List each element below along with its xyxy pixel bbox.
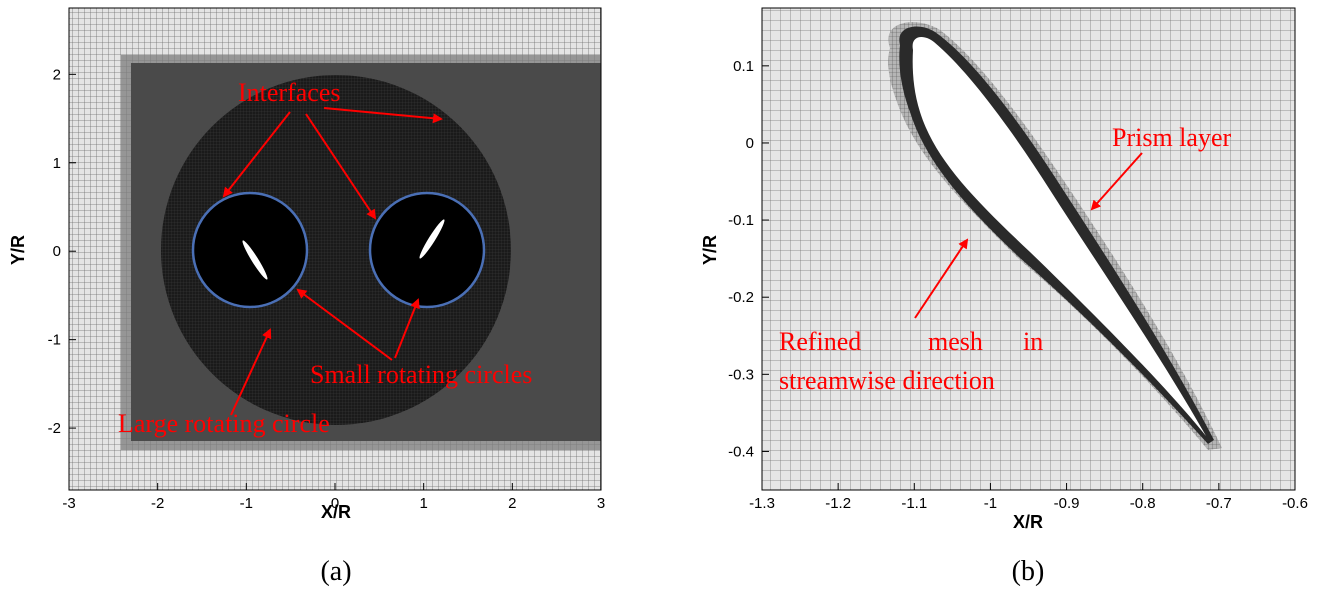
arrow-prism <box>1090 152 1143 211</box>
x-tick-label: -0.7 <box>1206 495 1232 512</box>
airfoil <box>912 37 1206 436</box>
panel-a: -3 -2 -1 0 1 2 3 2 1 0 -1 -2 X/R Y/R Interfaces Sma… <box>8 7 606 587</box>
x-tick-label: 1 <box>419 495 427 512</box>
panel-b-mesh <box>762 8 1295 490</box>
x-tick-label: -0.6 <box>1282 495 1308 512</box>
panel-b: -1.3 -1.2 -1.1 -1 -0.9 -0.8 -0.7 -0.6 0.1 0 -0.1 -0… <box>700 7 1308 587</box>
y-tick-label: 1 <box>53 155 61 172</box>
y-tick-label: -0.4 <box>728 443 754 460</box>
plot-frame <box>761 7 1296 491</box>
x-axis-label: X/R <box>1013 512 1043 532</box>
annotation-prism: Prism layer <box>1112 123 1231 152</box>
blade-right <box>419 219 445 259</box>
x-tick-label: -1 <box>240 495 253 512</box>
x-tick-label: -0.9 <box>1054 495 1080 512</box>
annotation-refined-1a: Refined <box>779 327 861 356</box>
y-tick-label: 0.1 <box>733 58 754 75</box>
annotation-large-circle: Large rotating circle <box>118 409 330 438</box>
axis-ticks: -3 -2 -1 0 1 2 3 2 1 0 -1 -2 <box>48 66 606 512</box>
y-tick-label: -1 <box>48 332 61 349</box>
x-tick-label: -1.3 <box>749 495 775 512</box>
x-axis-label: X/R <box>321 502 351 522</box>
annotation-arrows <box>222 107 443 416</box>
x-tick-label: 2 <box>508 495 516 512</box>
annotation-small-circles: Small rotating circles <box>310 360 532 389</box>
arrow-refined <box>914 238 969 319</box>
caption-b: (b) <box>1012 556 1045 587</box>
arrow-large <box>230 328 272 416</box>
x-tick-label: -1.2 <box>825 495 851 512</box>
x-tick-label: -0.8 <box>1130 495 1156 512</box>
y-tick-label: -0.1 <box>728 212 754 229</box>
annotation-refined-1b: mesh <box>928 327 983 356</box>
blade-left <box>242 240 268 280</box>
y-axis-label: Y/R <box>700 235 720 265</box>
annotation-arrows <box>914 152 1143 319</box>
y-tick-label: 0 <box>53 243 61 260</box>
x-tick-label: -1 <box>984 495 997 512</box>
y-tick-label: -0.3 <box>728 366 754 383</box>
y-tick-label: 2 <box>53 66 61 83</box>
annotation-interfaces: Interfaces <box>238 78 340 107</box>
x-tick-label: -2 <box>151 495 164 512</box>
arrow-interface-left <box>222 111 291 198</box>
y-axis-label: Y/R <box>8 235 28 265</box>
caption-a: (a) <box>320 556 351 587</box>
y-tick-label: -0.2 <box>728 289 754 306</box>
arrow-interface-outer <box>323 107 443 124</box>
y-tick-label: -2 <box>48 420 61 437</box>
axis-ticks: -1.3 -1.2 -1.1 -1 -0.9 -0.8 -0.7 -0.6 0.1 0 -0.1 -0… <box>728 58 1308 512</box>
arrow-small-right <box>394 298 420 359</box>
annotation-refined-1c: in <box>1023 327 1043 356</box>
x-tick-label: 0 <box>331 495 339 512</box>
x-tick-label: -1.1 <box>901 495 927 512</box>
x-tick-label: -3 <box>62 495 75 512</box>
panel-a-mesh <box>69 8 601 490</box>
annotation-refined-2: streamwise direction <box>779 366 995 395</box>
y-tick-label: 0 <box>746 135 754 152</box>
x-tick-label: 3 <box>597 495 605 512</box>
arrow-interface-right <box>305 113 377 220</box>
arrow-small-left <box>296 288 393 361</box>
